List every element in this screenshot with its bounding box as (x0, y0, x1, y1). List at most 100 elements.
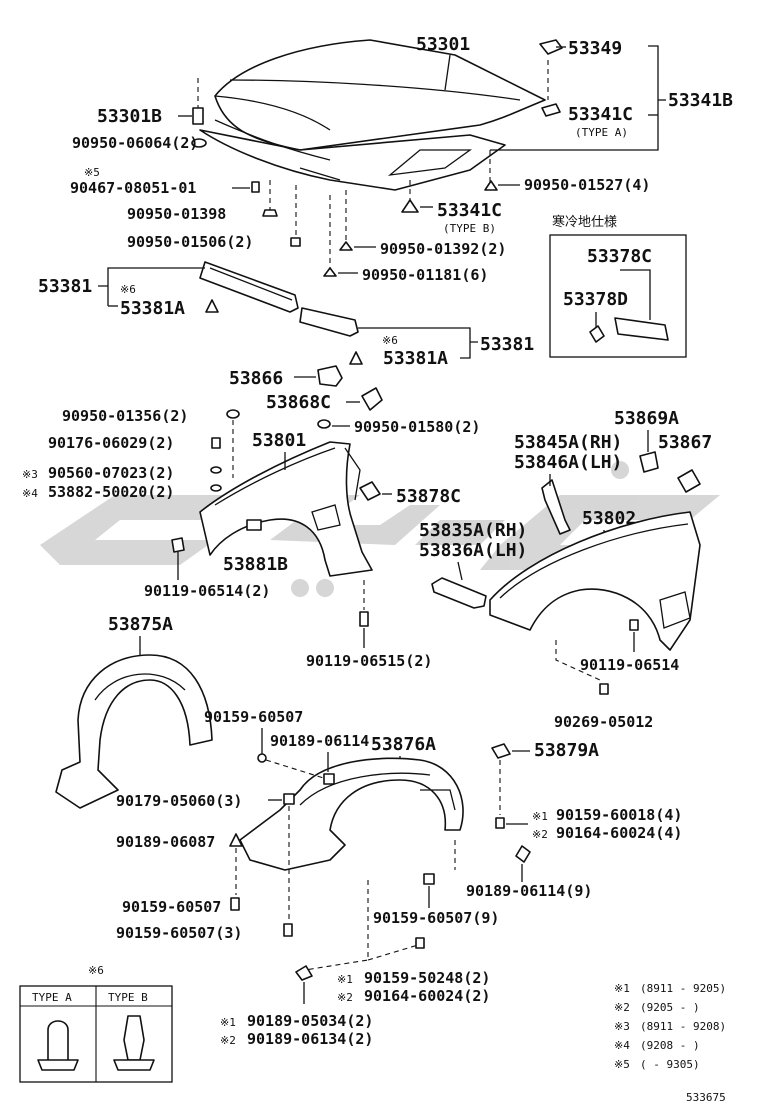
label-53341c-b: 53341C (437, 200, 502, 221)
pad-53881b[interactable] (246, 519, 262, 531)
date-note-mark: ※1 (614, 982, 630, 995)
bracket-53878c[interactable] (359, 481, 381, 501)
note2-c: ※2 (220, 1034, 236, 1047)
fender-53802[interactable] (489, 511, 701, 651)
bolt-90176[interactable] (211, 437, 221, 449)
date-note-range: (9205 - ) (640, 1001, 700, 1014)
label-90159-60507-3: 90159-60507(3) (116, 924, 242, 942)
label-53301b: 53301B (97, 106, 162, 127)
note6-left: ※6 (120, 283, 136, 296)
label-90189-06087: 90189-06087 (116, 833, 215, 851)
label-53801: 53801 (252, 430, 306, 451)
date-note-range: ( - 9305) (640, 1058, 700, 1071)
clip-type-b-icon (113, 1015, 155, 1071)
label-53875a: 53875A (108, 614, 173, 635)
label-90179: 90179-05060(3) (116, 792, 242, 810)
spacer-53882[interactable] (210, 484, 222, 492)
label-53878c: 53878C (396, 486, 461, 507)
label-90950-01527: 90950-01527(4) (524, 176, 650, 194)
note6-right: ※6 (382, 334, 398, 347)
clip-90159-60507-3[interactable] (283, 923, 293, 937)
cushion-53341c-type-b[interactable] (401, 199, 419, 213)
plug-90950-01356[interactable] (226, 409, 240, 419)
clip-90159-60507-top[interactable] (257, 753, 267, 763)
clip-90159-60507-9[interactable] (423, 873, 435, 885)
label-53869a: 53869A (614, 408, 679, 429)
bracket-53868c[interactable] (361, 387, 383, 411)
note2-a: ※2 (532, 828, 548, 841)
clip-53381a-right[interactable] (349, 351, 363, 365)
label-90159-60018: 90159-60018(4) (556, 806, 682, 824)
bolt-90269[interactable] (599, 683, 609, 695)
label-90159-50248: 90159-50248(2) (364, 969, 490, 987)
clip-90159-60507-mid[interactable] (230, 897, 240, 911)
washer-90560[interactable] (210, 466, 222, 474)
leader-dash-a (265, 759, 331, 781)
label-53341b: 53341B (668, 90, 733, 111)
bracket-53845a[interactable] (541, 479, 571, 535)
clip-90189-06114-9[interactable] (515, 845, 531, 863)
cushion-90950-01398[interactable] (262, 209, 278, 217)
clip-type-a-icon (37, 1020, 79, 1071)
clip-90189-05034[interactable] (295, 965, 313, 981)
seal-53381-right[interactable] (299, 307, 359, 337)
label-90164-60024-2: 90164-60024(2) (364, 987, 490, 1005)
label-53881b: 53881B (223, 554, 288, 575)
seal-53381-left[interactable] (199, 261, 299, 313)
clip-53381a-left[interactable] (205, 299, 219, 313)
diagram-code: 533675 (686, 1091, 726, 1104)
bracket-53866[interactable] (317, 365, 343, 387)
clip-90189-06087[interactable] (229, 833, 243, 847)
date-note-mark: ※2 (614, 1001, 630, 1014)
label-90560: 90560-07023(2) (48, 464, 174, 482)
label-type-b: (TYPE B) (443, 222, 496, 235)
pad-53378c[interactable] (614, 317, 669, 341)
stud-90467[interactable] (251, 181, 260, 193)
cushion-90950-01392[interactable] (339, 241, 353, 251)
note4-mark: ※4 (22, 487, 38, 500)
leader-dash-f (304, 880, 369, 971)
clip-53378d[interactable] (589, 325, 605, 343)
liner-53875a[interactable] (55, 654, 213, 809)
bolt-53301b[interactable] (192, 107, 204, 125)
label-90159-60507-mid: 90159-60507 (122, 898, 221, 916)
bracket-53381-right (358, 327, 478, 359)
label-53879a: 53879A (534, 740, 599, 761)
nut-90179[interactable] (283, 793, 295, 805)
bracket-53341b (490, 45, 659, 151)
bracket-53869a[interactable] (639, 451, 659, 473)
label-90119-06515: 90119-06515(2) (306, 652, 432, 670)
label-53866: 53866 (229, 368, 283, 389)
leader-53835a (457, 561, 463, 581)
label-90164-60024-4: 90164-60024(4) (556, 824, 682, 842)
cushion-90950-01580[interactable] (317, 419, 331, 429)
screw-90159-60018[interactable] (495, 817, 505, 829)
label-53836a: 53836A(LH) (419, 540, 527, 561)
clip-table-type-a: TYPE A (32, 991, 72, 1004)
liner-53876a[interactable] (239, 757, 464, 871)
plug-90950-01506[interactable] (290, 237, 301, 247)
date-notes: ※1(8911 - 9205)※2(9205 - )※3(8911 - 9208… (614, 982, 726, 1071)
clip-53879a[interactable] (491, 743, 511, 759)
screw-90119-06514-left[interactable] (171, 537, 185, 553)
leader-90269-dash (555, 640, 601, 681)
screw-90119-06514-right[interactable] (629, 619, 639, 631)
plug-90950-06064[interactable] (191, 138, 207, 148)
leader-53301 (444, 54, 451, 91)
clip-90189-06114-top[interactable] (323, 773, 335, 785)
screw-90119-06515[interactable] (359, 611, 369, 627)
bracket-53867[interactable] (677, 469, 701, 493)
label-type-a: (TYPE A) (575, 126, 628, 139)
label-53867: 53867 (658, 432, 712, 453)
label-90189-06114-9: 90189-06114(9) (466, 882, 592, 900)
bumper-53349[interactable] (539, 39, 563, 55)
date-note-range: (8911 - 9208) (640, 1020, 726, 1033)
clip-90159-50248[interactable] (415, 937, 425, 949)
label-90189-06134: 90189-06134(2) (247, 1030, 373, 1048)
hood-53301[interactable] (199, 39, 546, 191)
cushion-90950-01527[interactable] (484, 180, 498, 191)
label-53846a: 53846A(LH) (514, 452, 622, 473)
cushion-53341c-type-a[interactable] (541, 103, 561, 117)
cushion-90950-01181[interactable] (323, 267, 337, 277)
seal-53835a[interactable] (431, 577, 487, 609)
